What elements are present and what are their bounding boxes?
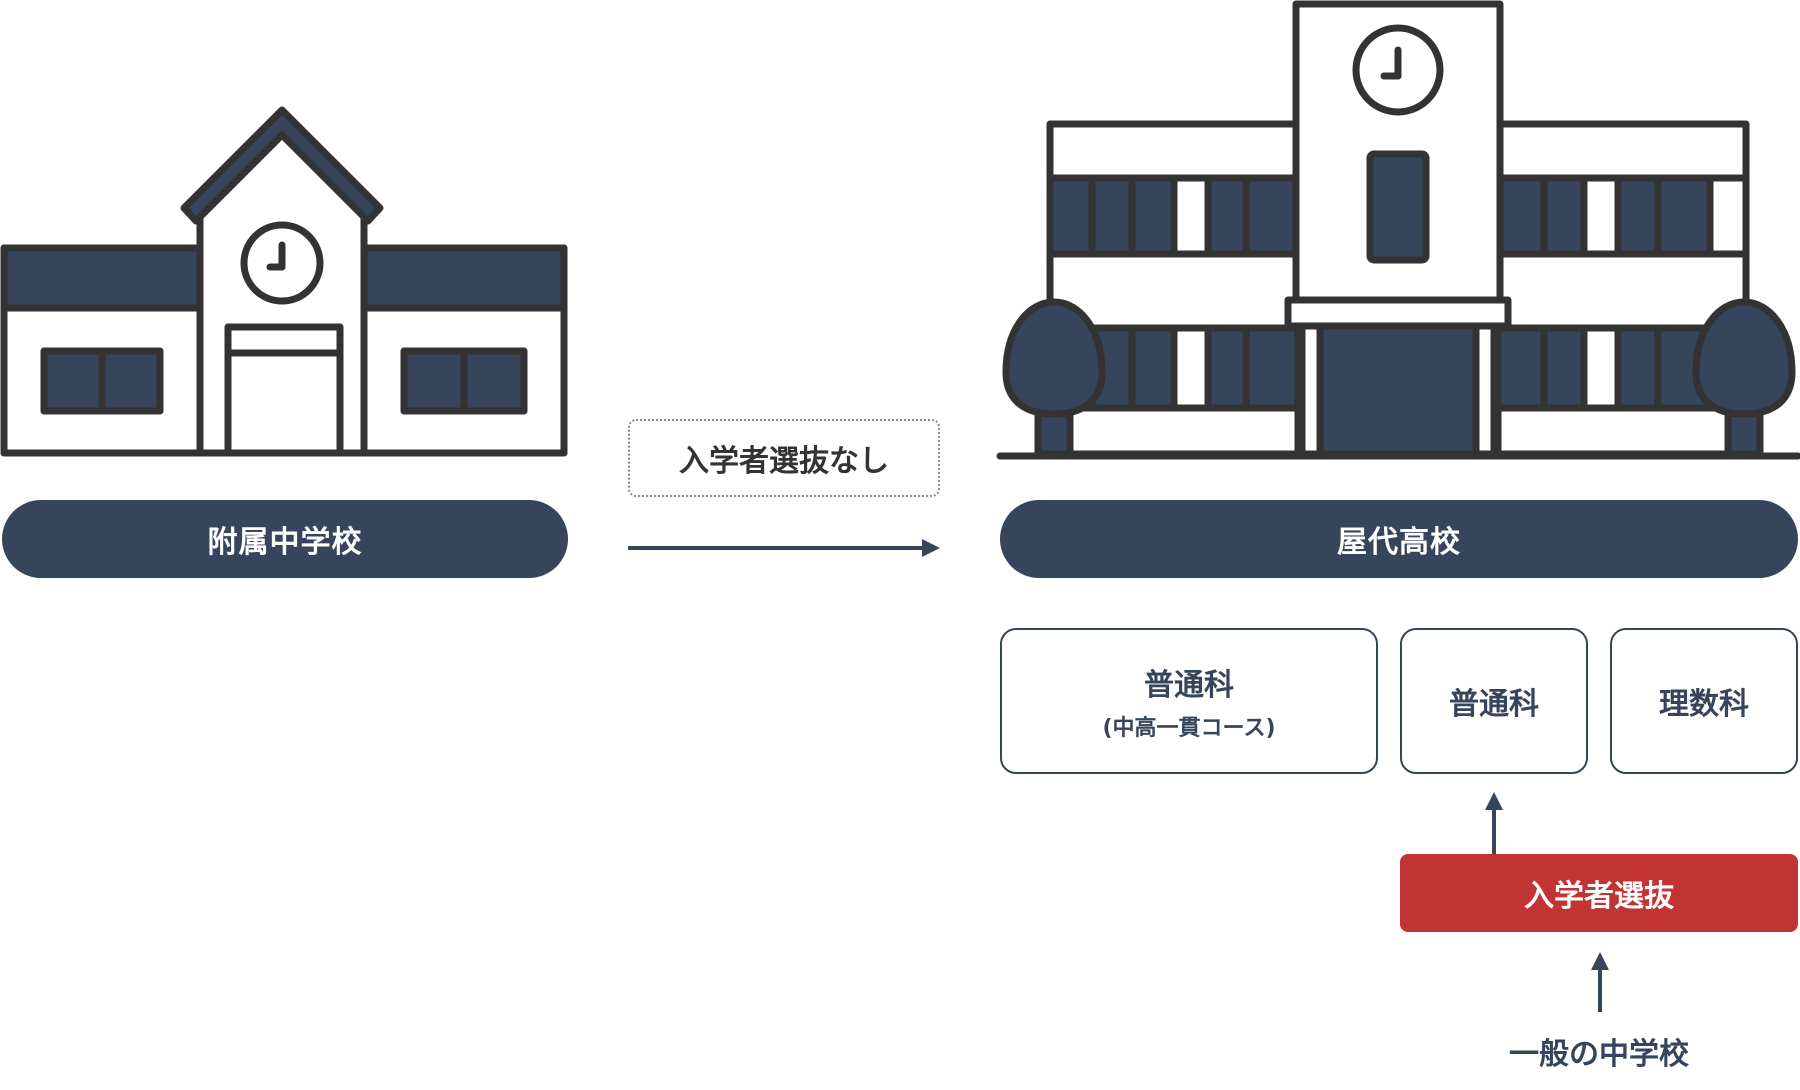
right-arrow-icon: [628, 539, 940, 557]
high-school-building-icon: [996, 0, 1800, 460]
up-arrow-icon: [1485, 792, 1503, 854]
course-name: 普通科: [1449, 687, 1539, 722]
general-junior-high-label: 一般の中学校: [1509, 1037, 1689, 1072]
course-subtitle: (中高一貫コース): [1102, 716, 1276, 741]
course-general: 普通科: [1400, 628, 1588, 774]
course-name: 普通科: [1144, 668, 1234, 703]
course-science-math: 理数科: [1610, 628, 1798, 774]
junior-high-label: 附属中学校: [2, 500, 568, 578]
up-arrow-icon: [1591, 952, 1609, 1012]
junior-high-building-icon: [0, 106, 568, 457]
no-selection-note: 入学者選抜なし: [628, 419, 940, 497]
high-school-label: 屋代高校: [1000, 500, 1798, 578]
course-general-integrated: 普通科 (中高一貫コース): [1000, 628, 1378, 774]
course-name: 理数科: [1659, 687, 1749, 722]
entrance-selection-label: 入学者選抜: [1400, 854, 1798, 932]
